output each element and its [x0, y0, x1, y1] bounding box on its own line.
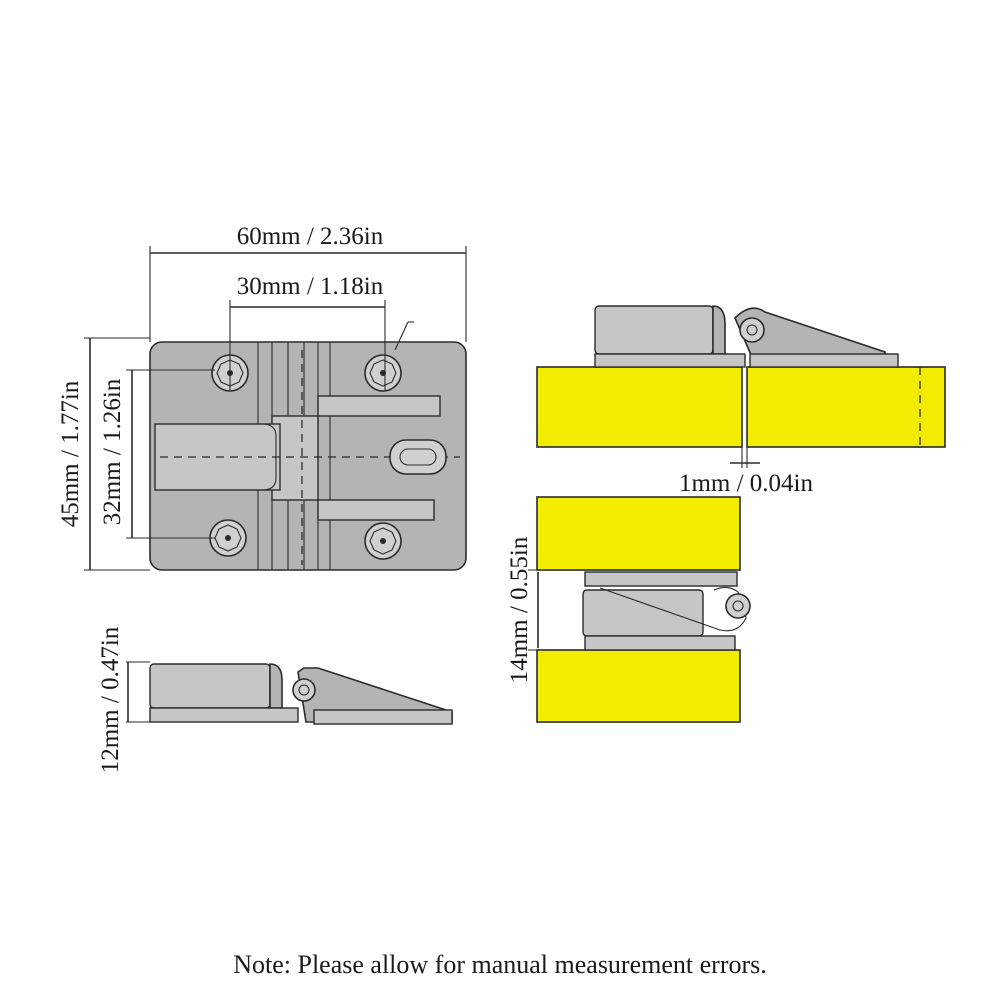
wood-panel-right — [746, 366, 946, 448]
gap-label: 1mm / 0.04in — [679, 470, 814, 497]
wood-panel-upper — [536, 496, 741, 571]
screw-hole-bottom-left — [209, 519, 247, 557]
thickness-label: 12mm / 0.47in — [97, 626, 124, 773]
slot-hole — [389, 439, 447, 475]
hinge-top-view — [149, 321, 467, 571]
measurement-note: Note: Please allow for manual measuremen… — [233, 950, 767, 979]
hinge-side-view — [126, 661, 453, 725]
overall-width-label: 60mm / 2.36in — [237, 223, 384, 250]
hinge-mounted-view — [536, 305, 946, 468]
dimension-lines-top — [84, 246, 467, 571]
hole-spacing-height-label: 32mm / 1.26in — [99, 378, 126, 525]
folded-height-label: 14mm / 0.55in — [506, 536, 533, 683]
screw-hole-bottom-right — [364, 522, 402, 560]
overall-height-label: 45mm / 1.77in — [57, 380, 84, 527]
hole-spacing-width-label: 30mm / 1.18in — [237, 273, 384, 300]
wood-panel-lower — [536, 649, 741, 723]
screw-hole-top-right — [364, 354, 402, 392]
hinge-folded-view — [528, 496, 751, 723]
wood-panel-left — [536, 366, 743, 448]
